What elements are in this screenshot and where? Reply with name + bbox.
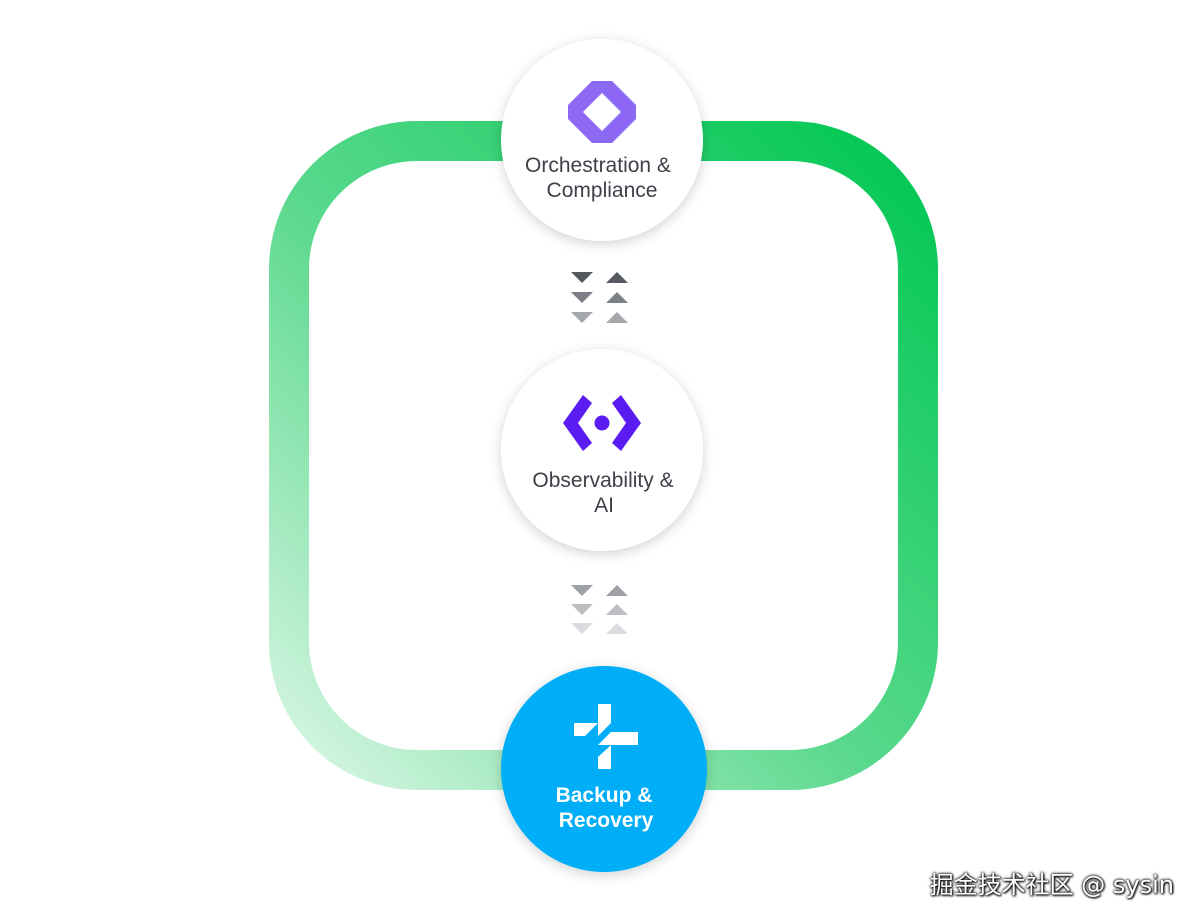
node-label-line2: AI <box>594 494 614 517</box>
bidirectional-arrows-upper <box>571 272 628 323</box>
down-arrows-icon <box>571 585 593 634</box>
node-label-line2: Recovery <box>559 809 654 832</box>
bracket-dot-icon <box>563 395 641 451</box>
up-arrows-icon <box>606 272 628 323</box>
plus-cross-icon <box>574 704 638 769</box>
node-observability-ai: Observability & AI <box>501 349 703 551</box>
diamond-octagon-icon <box>568 81 636 143</box>
bidirectional-arrows-lower <box>571 585 628 634</box>
node-label-line2: Compliance <box>547 179 658 202</box>
up-arrows-icon <box>606 585 628 634</box>
node-label-line1: Orchestration & <box>525 154 671 177</box>
node-backup-recovery: Backup & Recovery <box>501 666 707 872</box>
node-label-line1: Backup & <box>556 784 653 807</box>
node-label-line1: Observability & <box>532 469 673 492</box>
node-orchestration-compliance: Orchestration & Compliance <box>501 39 703 241</box>
down-arrows-icon <box>571 272 593 323</box>
watermark-text: 掘金技术社区 @ sysin <box>929 871 1174 899</box>
